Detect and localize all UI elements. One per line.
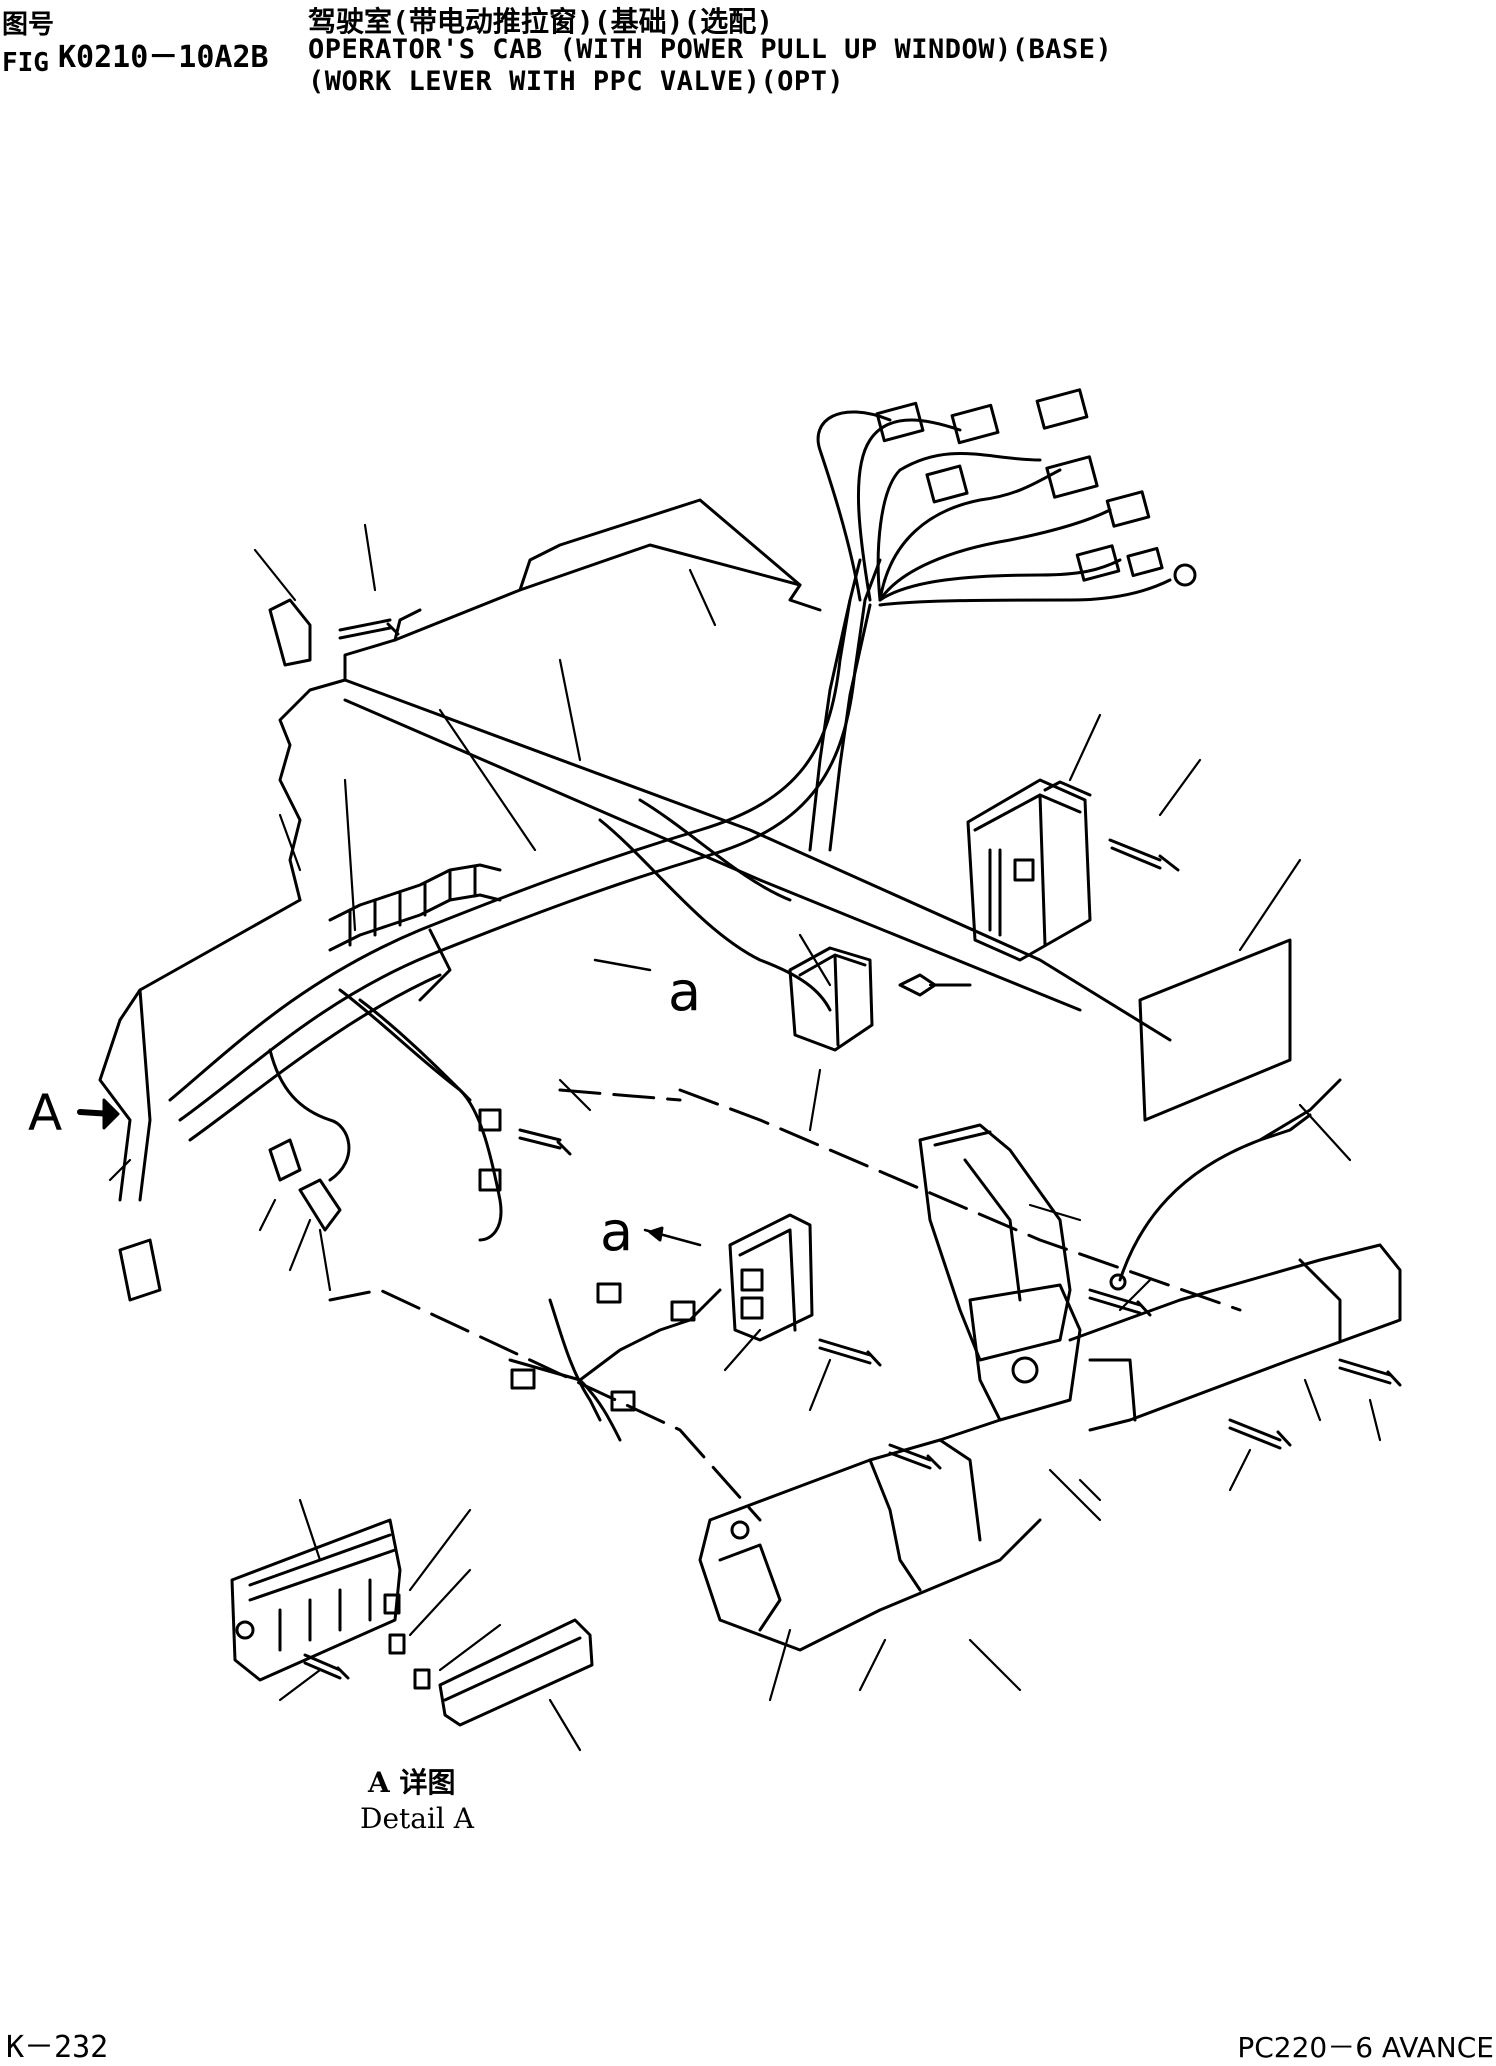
detail-caption-cn: A 详图 bbox=[367, 1766, 455, 1799]
title-english-line-1: OPERATOR'S CAB (WITH POWER PULL UP WINDO… bbox=[308, 34, 1113, 65]
figure-label-en: FIG bbox=[2, 48, 49, 78]
view-marker-a: A bbox=[28, 1084, 62, 1142]
reference-arrows bbox=[77, 958, 702, 1247]
connector-cable-fan bbox=[808, 388, 1197, 852]
wire-harness bbox=[168, 558, 882, 1242]
ref-marker-a-upper: a bbox=[668, 960, 701, 1023]
machine-model: PC220－6 AVANCE bbox=[1237, 2031, 1494, 2064]
figure-number: K0210－10A2B bbox=[58, 40, 269, 75]
title-chinese: 驾驶室(带电动推拉窗)(基础)(选配) bbox=[308, 5, 774, 38]
air-duct-assembly bbox=[698, 1123, 1402, 1652]
figure-label-cn: 图号 bbox=[2, 10, 55, 40]
page-number: K－232 bbox=[6, 2030, 109, 2065]
label-plate bbox=[1138, 938, 1292, 1122]
title-english-line-2: (WORK LEVER WITH PPC VALVE)(OPT) bbox=[308, 66, 845, 97]
leader-lines bbox=[108, 523, 1382, 1702]
ref-marker-a-lower: a bbox=[600, 1200, 633, 1263]
antenna-cable bbox=[1109, 1078, 1342, 1291]
detail-a-connector-block bbox=[230, 1498, 594, 1752]
dashboard-frame bbox=[98, 498, 1172, 1202]
controller-unit bbox=[966, 778, 1180, 962]
detail-caption-en: Detail A bbox=[360, 1802, 475, 1835]
left-brackets bbox=[118, 598, 572, 1302]
lower-harness bbox=[508, 1213, 1402, 1470]
floor-outline bbox=[328, 1088, 1242, 1522]
